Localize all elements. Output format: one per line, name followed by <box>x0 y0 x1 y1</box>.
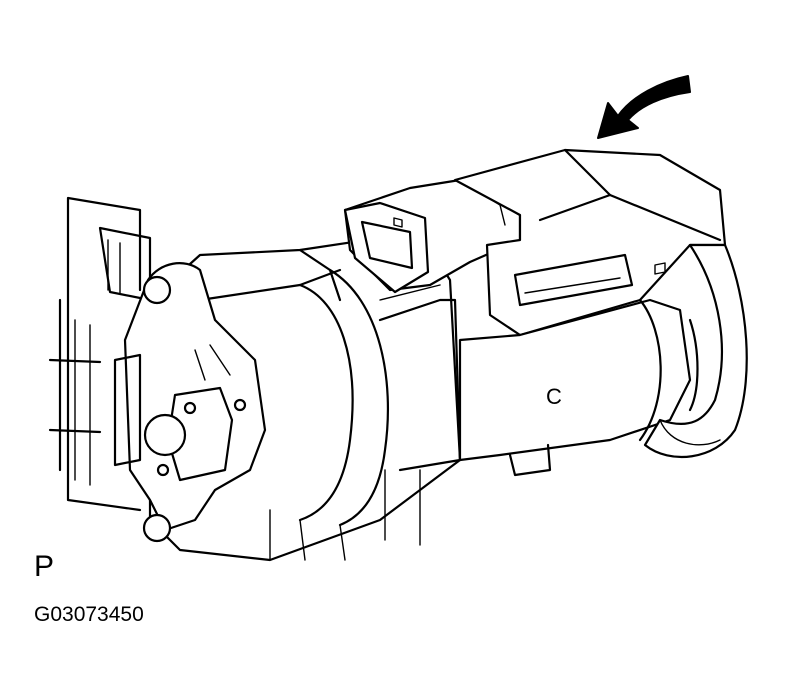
figure-code: G03073450 <box>34 603 144 626</box>
connector <box>343 178 522 294</box>
position-label: P <box>34 550 55 583</box>
lock-cylinder-section <box>453 148 748 477</box>
curved-arrow-counterclockwise-icon <box>597 75 691 139</box>
front-plate <box>113 262 267 543</box>
part-marking: C <box>546 384 562 409</box>
column-bracket <box>48 196 152 512</box>
